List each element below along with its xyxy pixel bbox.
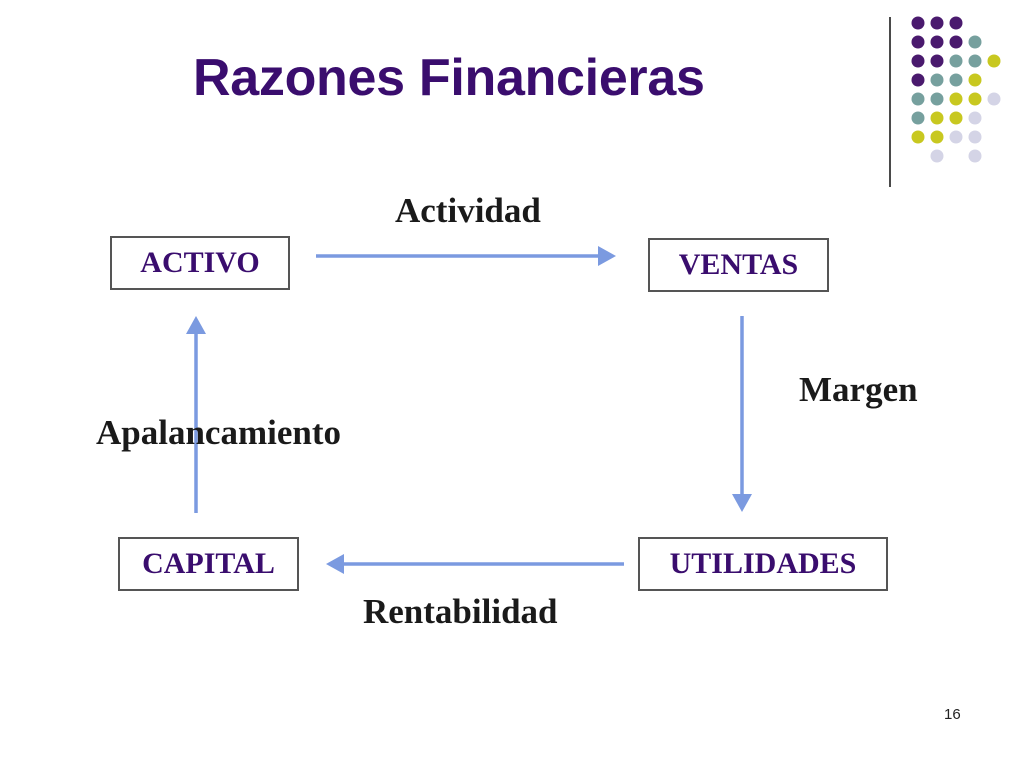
arrow-ventas-to-utilidades-head bbox=[732, 494, 752, 512]
dot-row-3 bbox=[911, 54, 1001, 68]
dot-row-5 bbox=[911, 92, 1001, 106]
node-capital-label: CAPITAL bbox=[142, 547, 275, 580]
page-number: 16 bbox=[944, 706, 961, 723]
arrow-activo-to-ventas-head bbox=[598, 246, 616, 266]
node-activo-label: ACTIVO bbox=[140, 246, 260, 279]
node-ventas: VENTAS bbox=[648, 238, 829, 292]
dot-row-7 bbox=[911, 130, 982, 144]
dot-row-6 bbox=[911, 111, 982, 125]
dot-row-1 bbox=[911, 16, 963, 30]
node-utilidades-label: UTILIDADES bbox=[669, 547, 857, 580]
edge-label-actividad: Actividad bbox=[395, 191, 541, 230]
dot-row-2 bbox=[911, 35, 982, 49]
slide-title: Razones Financieras bbox=[193, 49, 705, 107]
dot-row-4 bbox=[911, 73, 982, 87]
edge-label-rentabilidad: Rentabilidad bbox=[363, 592, 558, 631]
title-divider-line bbox=[889, 17, 891, 187]
node-activo: ACTIVO bbox=[110, 236, 290, 290]
arrow-capital-to-activo-head bbox=[186, 316, 206, 334]
arrow-utilidades-to-capital-head bbox=[326, 554, 344, 574]
edge-label-apalancamiento: Apalancamiento bbox=[96, 413, 341, 452]
node-ventas-label: VENTAS bbox=[678, 248, 799, 281]
decorative-dot-grid bbox=[911, 16, 1001, 163]
node-capital: CAPITAL bbox=[118, 537, 299, 591]
edge-label-margen: Margen bbox=[799, 370, 918, 409]
dot-row-8 bbox=[930, 149, 982, 163]
node-utilidades: UTILIDADES bbox=[638, 537, 888, 591]
